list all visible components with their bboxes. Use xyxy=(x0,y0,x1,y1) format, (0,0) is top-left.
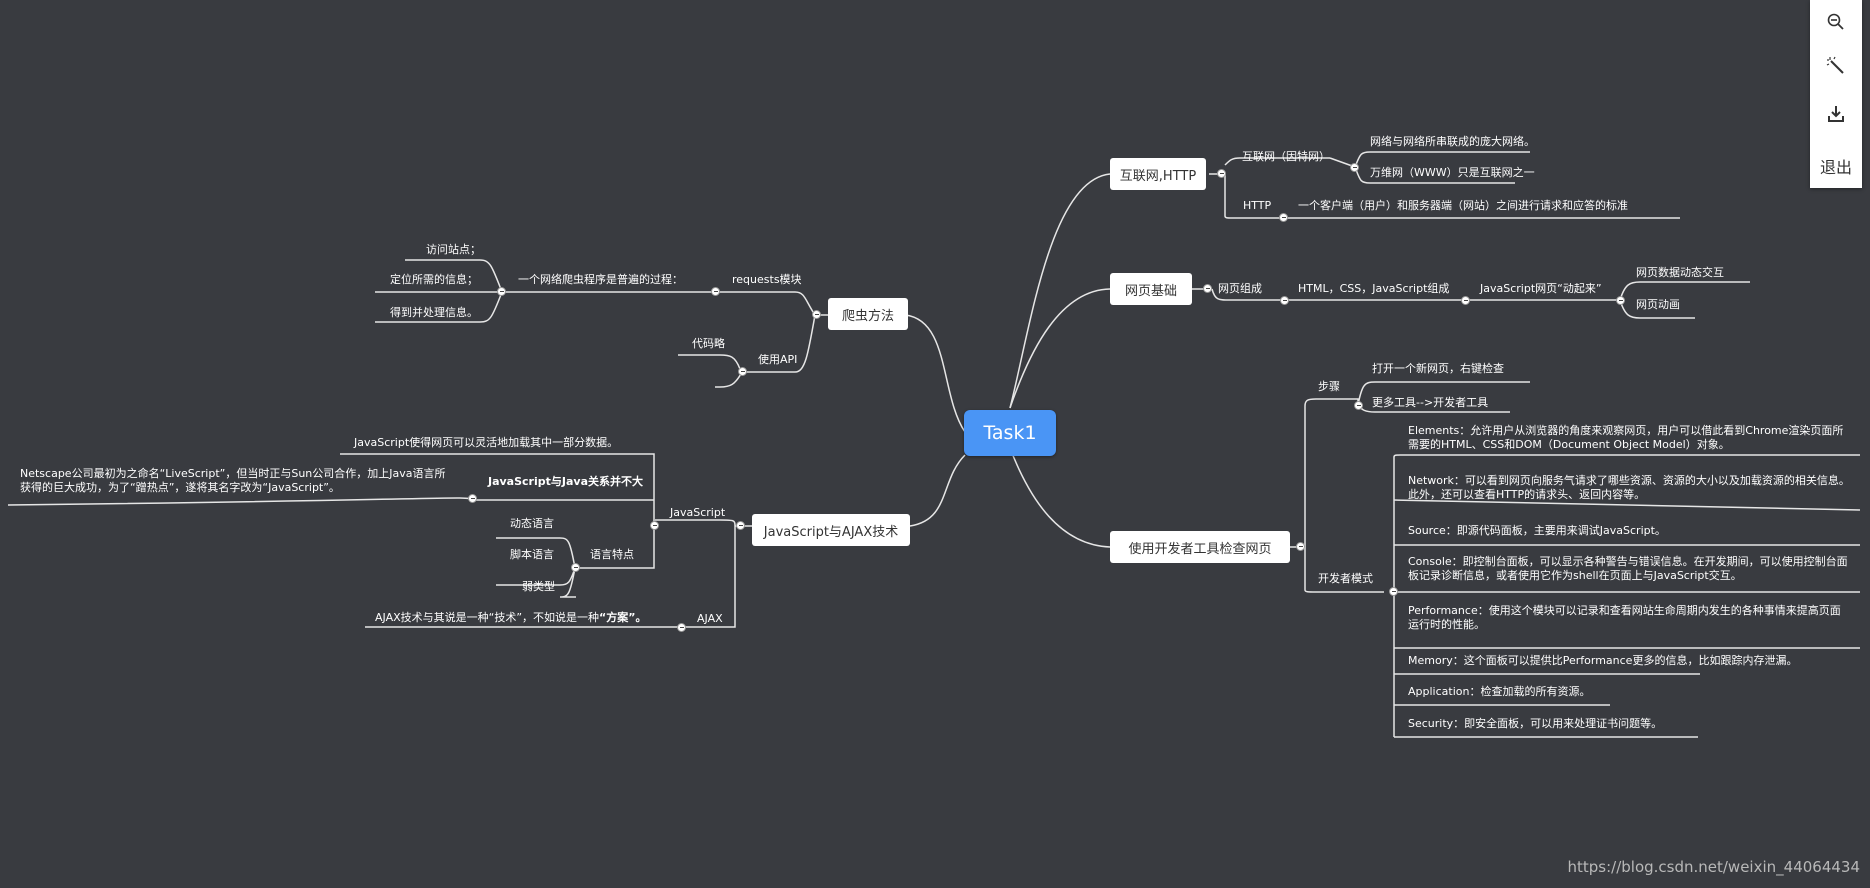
node-step2[interactable]: 更多工具-->开发者工具 xyxy=(1372,396,1489,409)
node-http[interactable]: HTTP xyxy=(1243,199,1272,212)
node-netscape[interactable]: Netscape公司最初为之命名“LiveScript”，但当时正与Sun公司合… xyxy=(20,467,446,494)
node-html-css-js[interactable]: HTML，CSS，JavaScript组成 xyxy=(1298,282,1450,295)
collapse-toggle[interactable] xyxy=(677,623,686,632)
collapse-toggle[interactable] xyxy=(736,521,745,530)
magic-wand-icon[interactable] xyxy=(1810,44,1862,88)
node-network[interactable]: Network：可以看到网页向服务气请求了哪些资源、资源的大小以及加载资源的相关… xyxy=(1408,474,1850,501)
collapse-toggle[interactable] xyxy=(1203,284,1212,293)
node-weak-type[interactable]: 弱类型 xyxy=(522,580,555,593)
node-handle[interactable]: 得到并处理信息。 xyxy=(390,306,478,319)
node-ajax-def[interactable]: AJAX技术与其说是一种“技术”，不如说是一种“方案”。 xyxy=(375,611,647,625)
collapse-toggle[interactable] xyxy=(497,287,506,296)
link-root-crawler xyxy=(904,314,966,433)
node-dynamic-lang[interactable]: 动态语言 xyxy=(510,517,554,530)
collapse-toggle[interactable] xyxy=(571,563,580,572)
collapse-toggle[interactable] xyxy=(1616,296,1625,305)
collapse-toggle[interactable] xyxy=(1389,587,1398,596)
collapse-toggle[interactable] xyxy=(1296,542,1305,551)
node-code-omitted[interactable]: 代码略 xyxy=(692,337,725,350)
node-js-move[interactable]: JavaScript网页“动起来” xyxy=(1480,282,1602,295)
ajax-def-emphasis: “方案”。 xyxy=(599,611,647,624)
node-requests[interactable]: requests模块 xyxy=(732,273,802,286)
node-composition[interactable]: 网页组成 xyxy=(1218,282,1262,295)
link-root-webbasics xyxy=(1009,288,1111,409)
zoom-out-icon[interactable] xyxy=(1810,0,1862,44)
collapse-toggle[interactable] xyxy=(711,287,720,296)
topic-devtools[interactable]: 使用开发者工具检查网页 xyxy=(1110,531,1290,563)
toolbar: 退出 xyxy=(1810,0,1862,188)
exit-button[interactable]: 退出 xyxy=(1819,158,1852,177)
topic-web-basics[interactable]: 网页基础 xyxy=(1110,273,1192,305)
node-process[interactable]: 一个网络爬虫程序是普遍的过程： xyxy=(518,273,683,286)
collapse-toggle[interactable] xyxy=(1280,296,1289,305)
node-dynamic-interaction[interactable]: 网页数据动态交互 xyxy=(1636,266,1724,279)
node-memory[interactable]: Memory：这个面板可以提供比Performance更多的信息，比如跟踪内存泄… xyxy=(1408,654,1798,667)
node-application[interactable]: Application：检查加载的所有资源。 xyxy=(1408,685,1591,698)
node-animation[interactable]: 网页动画 xyxy=(1636,298,1680,311)
collapse-toggle[interactable] xyxy=(1354,401,1363,410)
node-script-lang[interactable]: 脚本语言 xyxy=(510,548,554,561)
node-features[interactable]: 语言特点 xyxy=(590,548,634,561)
node-step1[interactable]: 打开一个新网页，右键检查 xyxy=(1372,362,1504,375)
collapse-toggle[interactable] xyxy=(1279,213,1288,222)
node-security[interactable]: Security：即安全面板，可以用来处理证书问题等。 xyxy=(1408,717,1663,730)
ajax-def-text: AJAX技术与其说是一种“技术”，不如说是一种 xyxy=(375,611,600,624)
collapse-toggle[interactable] xyxy=(650,521,659,530)
topic-crawler[interactable]: 爬虫方法 xyxy=(828,298,908,330)
node-internet-def[interactable]: 网络与网络所串联成的庞大网络。 xyxy=(1370,135,1535,148)
topic-internet-http[interactable]: 互联网,HTTP xyxy=(1110,158,1206,190)
collapse-toggle[interactable] xyxy=(1461,296,1470,305)
node-js-load[interactable]: JavaScript使得网页可以灵活地加载其中一部分数据。 xyxy=(354,436,619,449)
node-js-java[interactable]: JavaScript与Java关系并不大 xyxy=(488,475,643,488)
node-www[interactable]: 万维网（WWW）只是互联网之一 xyxy=(1370,166,1535,179)
download-icon[interactable] xyxy=(1810,92,1862,136)
node-dev-mode[interactable]: 开发者模式 xyxy=(1318,572,1373,585)
node-javascript[interactable]: JavaScript xyxy=(670,506,726,519)
collapse-toggle[interactable] xyxy=(738,367,747,376)
node-visit[interactable]: 访问站点； xyxy=(426,243,481,256)
node-internet[interactable]: 互联网（因特网） xyxy=(1242,150,1330,163)
watermark: https://blog.csdn.net/weixin_44064434 xyxy=(1567,858,1860,876)
collapse-toggle[interactable] xyxy=(1217,169,1226,178)
collapse-toggle[interactable] xyxy=(812,310,821,319)
node-api[interactable]: 使用API xyxy=(758,353,798,366)
node-performance[interactable]: Performance：使用这个模块可以记录和查看网站生命周期内发生的各种事情来… xyxy=(1408,604,1841,631)
node-locate[interactable]: 定位所需的信息； xyxy=(390,273,478,286)
link-root-internet xyxy=(1009,173,1111,409)
collapse-toggle[interactable] xyxy=(1350,163,1359,172)
link-root-devtools xyxy=(1009,447,1111,548)
node-source[interactable]: Source：即源代码面板，主要用来调试JavaScript。 xyxy=(1408,524,1666,537)
node-steps[interactable]: 步骤 xyxy=(1318,380,1340,393)
link-root-jsajax xyxy=(909,454,966,527)
node-elements[interactable]: Elements：允许用户从浏览器的角度来观察网页，用户可以借此看到Chrome… xyxy=(1408,424,1844,451)
node-http-def[interactable]: 一个客户端（用户）和服务器端（网站）之间进行请求和应答的标准 xyxy=(1298,199,1628,212)
collapse-toggle[interactable] xyxy=(468,494,477,503)
topic-js-ajax[interactable]: JavaScript与AJAX技术 xyxy=(752,514,910,546)
node-ajax[interactable]: AJAX xyxy=(697,612,723,625)
node-console[interactable]: Console：即控制台面板，可以显示各种警告与错误信息。在开发期间，可以使用控… xyxy=(1408,555,1848,582)
root-node[interactable]: Task1 xyxy=(964,410,1056,456)
